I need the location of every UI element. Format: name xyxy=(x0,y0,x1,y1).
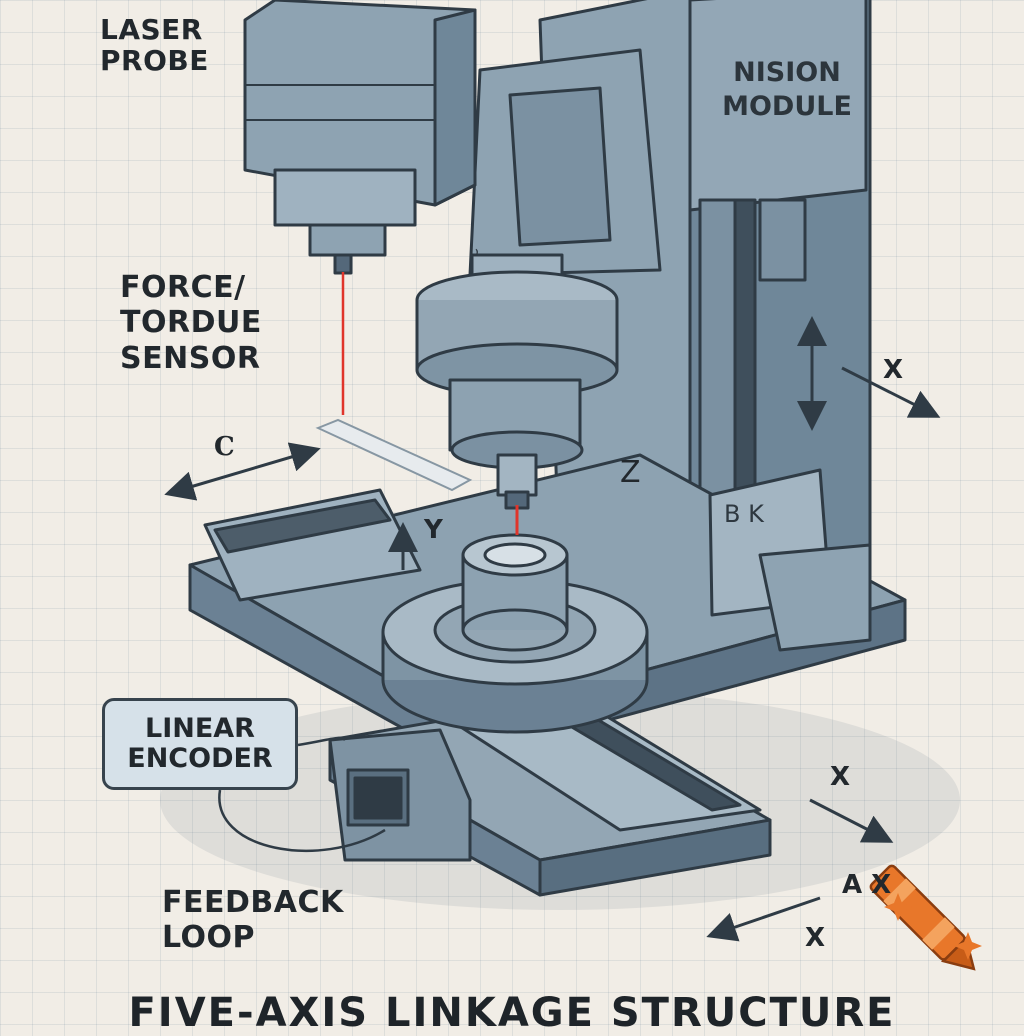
axis-arrows xyxy=(164,316,941,942)
workpiece-strip xyxy=(315,418,473,492)
x-axis-arrow-bottom xyxy=(706,896,821,942)
feedback-loop-line xyxy=(218,789,386,852)
x-axis-label-lower: X xyxy=(830,762,851,792)
z-axis-label: Z xyxy=(620,455,641,490)
x-axis-arrow-lower xyxy=(809,798,894,843)
diagram-title: FIVE-AXIS LINKAGE STRUCTURE xyxy=(128,990,896,1036)
sparkle-icon xyxy=(884,893,982,960)
ax-axis-label: A X xyxy=(842,870,892,900)
x-axis-label-bottom: X xyxy=(805,923,826,953)
x-axis-arrow-upper xyxy=(841,366,941,418)
x-axis-label-upper: X xyxy=(883,355,904,385)
encoder-connector xyxy=(297,736,346,747)
encoder-block xyxy=(328,728,472,862)
rotary-table xyxy=(381,533,649,734)
c-axis-arrow xyxy=(164,442,321,501)
laser-probe-housing xyxy=(243,0,477,275)
spindle-head xyxy=(415,48,662,510)
y-axis-label: Y xyxy=(424,515,443,545)
spindle-mark: Ⴑ xyxy=(470,244,479,260)
carriage-bk-mark: B K xyxy=(724,500,764,528)
c-axis-label: C xyxy=(214,432,235,462)
z-carriage xyxy=(708,468,872,652)
